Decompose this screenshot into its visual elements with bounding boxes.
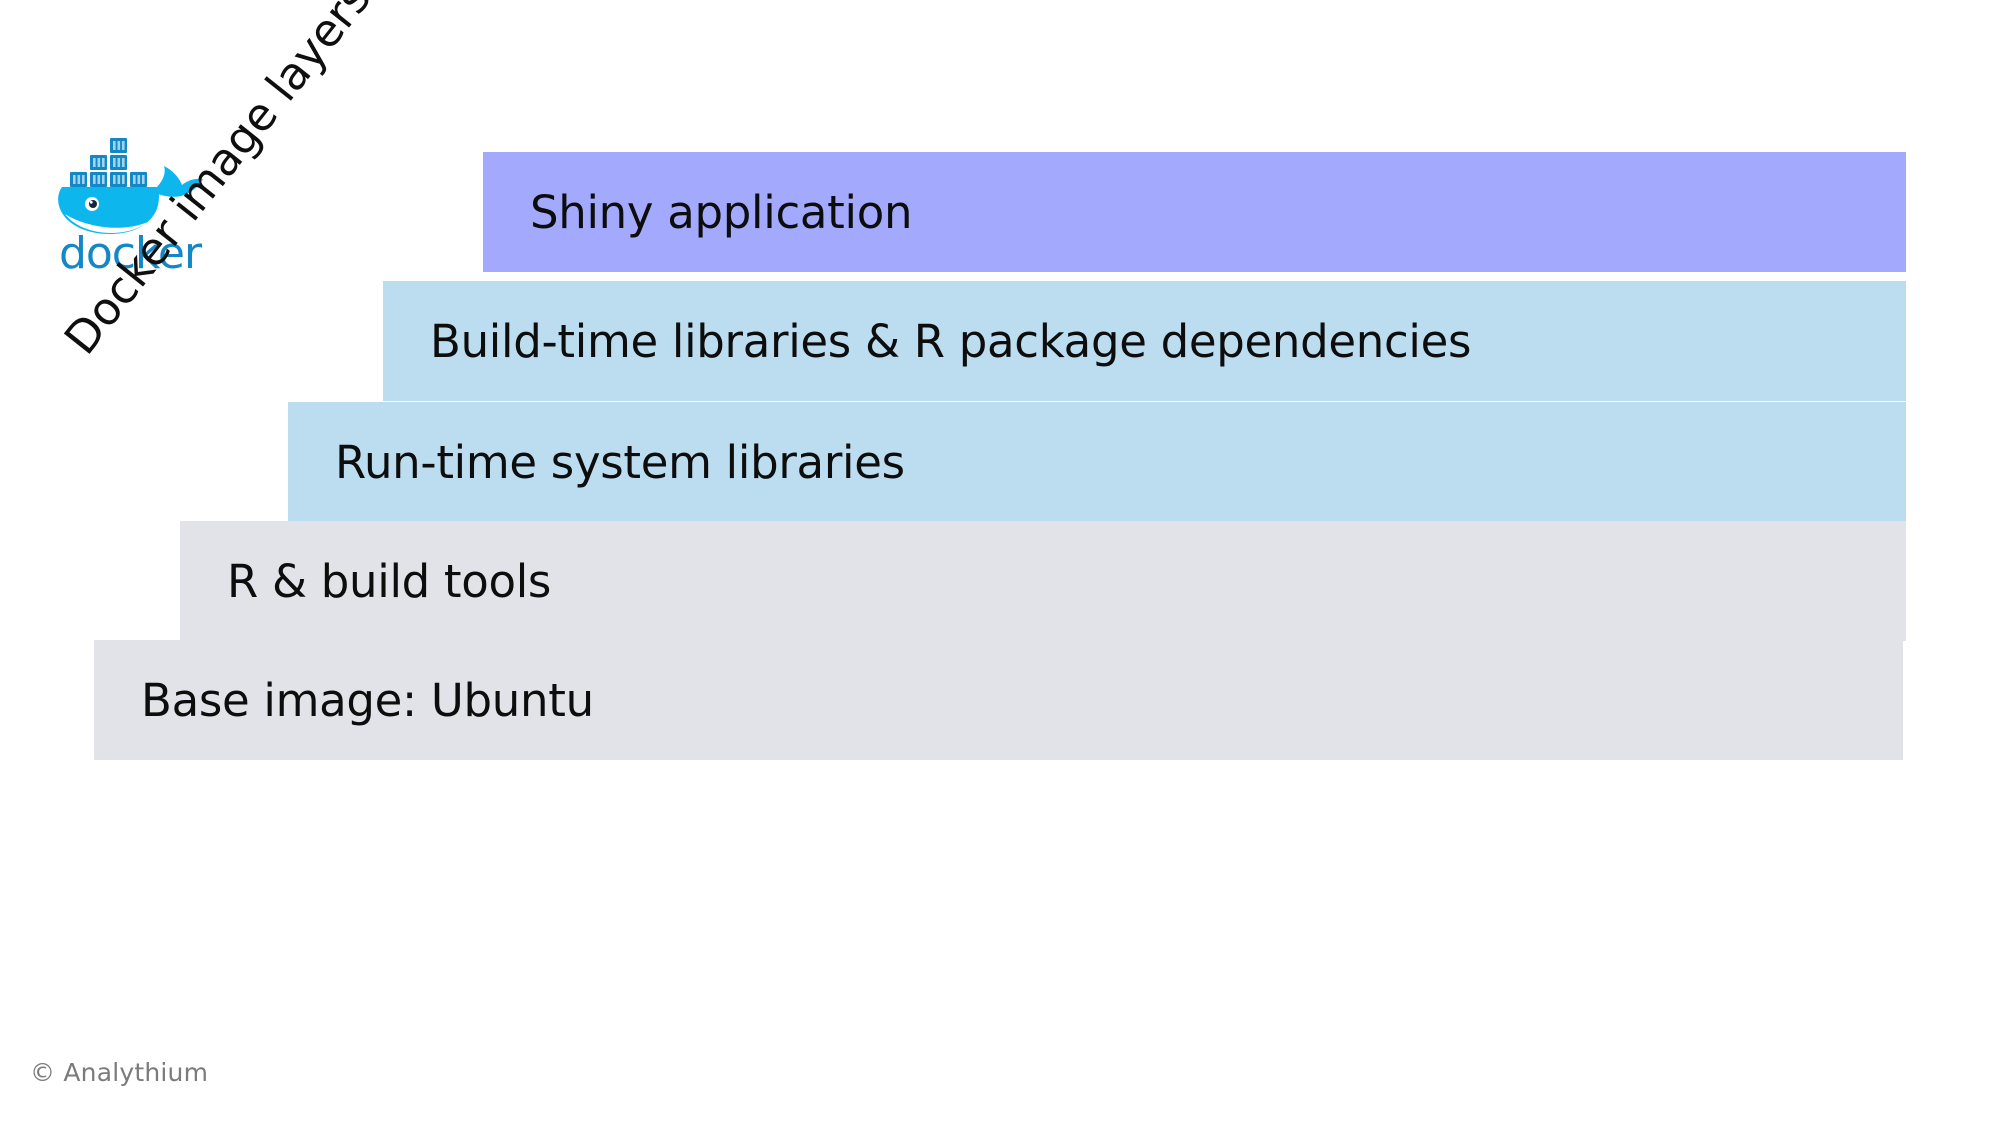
layer-label: Build-time libraries & R package depende… — [430, 314, 1472, 368]
layer-label: Base image: Ubuntu — [141, 673, 594, 727]
docker-logo: docker — [40, 128, 220, 273]
layer-bar: Base image: Ubuntu — [94, 640, 1903, 760]
layer-bar: Build-time libraries & R package depende… — [383, 281, 1906, 401]
layer-label: R & build tools — [227, 554, 552, 608]
layer-bar: R & build tools — [180, 521, 1906, 641]
layer-label: Shiny application — [530, 185, 913, 239]
layer-bar: Shiny application — [483, 152, 1906, 272]
footer-credit: © Analythium — [30, 1058, 209, 1087]
layer-bar: Run-time system libraries — [288, 402, 1906, 522]
docker-whale-icon — [58, 138, 203, 234]
layer-label: Run-time system libraries — [335, 435, 905, 489]
docker-wordmark: docker — [59, 228, 203, 273]
